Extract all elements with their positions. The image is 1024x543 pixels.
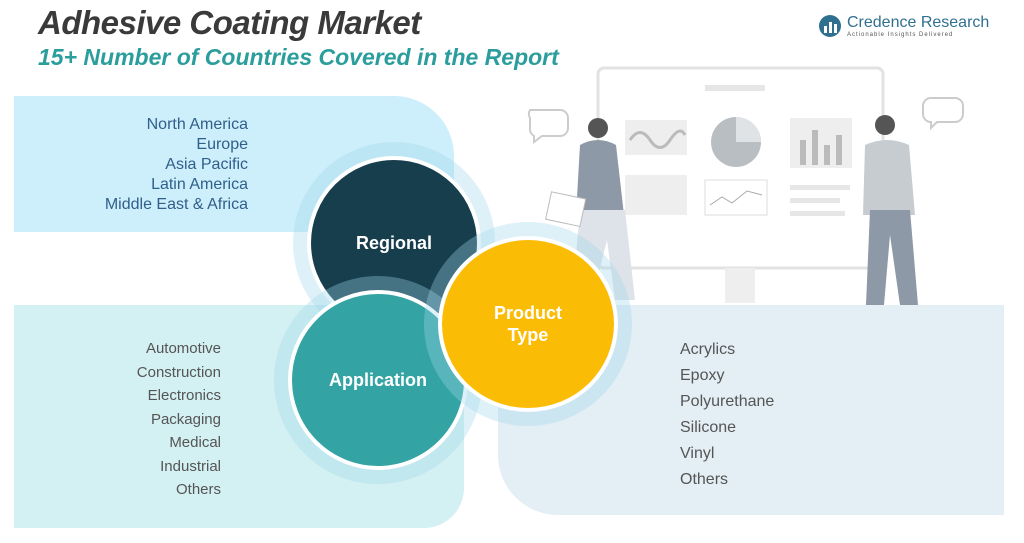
application-list: Automotive Construction Electronics Pack…: [137, 337, 221, 502]
list-item: Packaging: [150, 410, 221, 428]
list-item: Industrial: [160, 457, 221, 475]
product-type-list: Acrylics Epoxy Polyurethane Silicone Vin…: [680, 337, 774, 493]
page-subtitle: 15+ Number of Countries Covered in the R…: [38, 44, 559, 70]
list-item: Epoxy: [680, 367, 725, 384]
list-item: Others: [680, 471, 729, 488]
page-title: Adhesive Coating Market: [38, 4, 421, 41]
list-item: Medical: [169, 434, 221, 451]
product-type-label-line1: Product: [493, 303, 562, 323]
list-item: North America: [146, 116, 248, 133]
list-item: Asia Pacific: [165, 156, 248, 173]
list-item: Electronics: [147, 387, 221, 404]
list-item: Polyurethane: [680, 393, 775, 410]
product-type-label-line2: Type: [507, 325, 549, 345]
list-item: Construction: [136, 363, 221, 381]
list-item: Silicone: [680, 419, 737, 436]
logo-mark-icon: [819, 15, 841, 37]
list-item: Automotive: [145, 340, 221, 357]
list-item: Others: [175, 481, 221, 498]
list-item: Acrylics: [680, 341, 736, 358]
regional-list: North America Europe Asia Pacific Latin …: [105, 115, 248, 215]
credence-research-logo: Credence Research Actionable Insights De…: [818, 14, 989, 38]
list-item: Middle East & Africa: [104, 196, 248, 213]
list-item: Vinyl: [680, 445, 715, 462]
list-item: Europe: [196, 136, 248, 153]
logo-name: Credence Research: [847, 14, 990, 31]
presentation-illustration: [527, 66, 964, 305]
logo-tagline: Actionable Insights Delivered: [847, 32, 954, 38]
list-item: Latin America: [151, 176, 248, 193]
regional-label: Regional: [355, 233, 432, 253]
application-label: Application: [329, 370, 427, 390]
